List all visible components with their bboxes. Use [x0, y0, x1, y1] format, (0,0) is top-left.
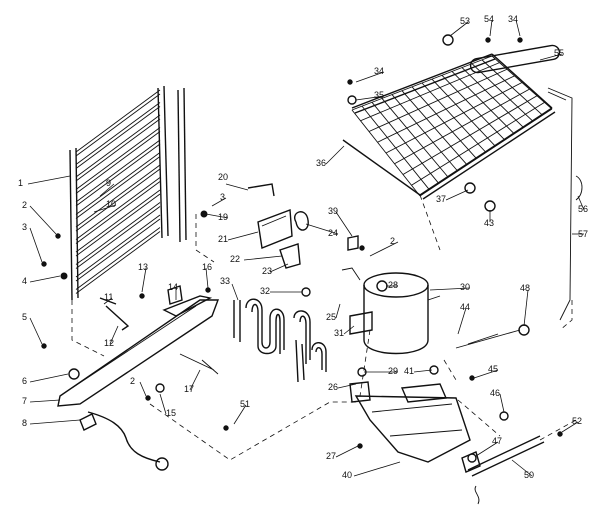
base-rail — [57, 285, 220, 407]
callout-labels: 1 2 3 4 5 6 7 8 9 10 11 12 13 14 15 16 1… — [18, 14, 588, 480]
callout-2-lower: 2 — [130, 376, 135, 386]
callout-19: 19 — [218, 212, 228, 222]
callout-11: 11 — [104, 292, 113, 302]
callout-33: 33 — [220, 276, 230, 286]
callout-39: 39 — [328, 206, 338, 216]
callout-44: 44 — [460, 302, 470, 312]
callout-32: 32 — [260, 286, 270, 296]
callout-43: 43 — [484, 218, 494, 228]
compressor-base-pan — [349, 381, 471, 463]
callout-3: 3 — [22, 222, 27, 232]
condenser-coil — [69, 85, 187, 301]
callout-41: 41 — [404, 366, 414, 376]
callout-57: 57 — [578, 229, 588, 239]
callout-28: 28 — [388, 280, 398, 290]
condenser-tube-loops — [233, 298, 327, 383]
callout-27: 27 — [326, 451, 336, 461]
callout-34-top: 34 — [508, 14, 518, 24]
callout-51: 51 — [240, 399, 250, 409]
callout-9: 9 — [106, 178, 111, 188]
callout-48: 48 — [520, 283, 530, 293]
fan-motor-assembly — [247, 183, 359, 269]
callout-45: 45 — [488, 364, 498, 374]
callout-1: 1 — [18, 178, 23, 188]
callout-30: 30 — [460, 282, 470, 292]
callout-37: 37 — [436, 194, 446, 204]
callout-16: 16 — [202, 262, 212, 272]
callout-14: 14 — [168, 282, 178, 292]
callout-2-right: 2 — [390, 236, 395, 246]
callout-23: 23 — [262, 266, 272, 276]
callout-36: 36 — [316, 158, 326, 168]
callout-52: 52 — [572, 416, 582, 426]
callout-2: 2 — [22, 200, 27, 210]
callout-56: 56 — [578, 204, 588, 214]
callout-25: 25 — [326, 312, 336, 322]
callout-8: 8 — [22, 418, 27, 428]
compressor — [341, 267, 441, 355]
callout-47: 47 — [492, 436, 502, 446]
callout-20: 20 — [218, 172, 228, 182]
callout-3-middle: 3 — [220, 192, 225, 202]
callout-50: 50 — [524, 470, 534, 480]
callout-31: 31 — [334, 328, 344, 338]
callout-46: 46 — [490, 388, 500, 398]
refrigerant-line-paths — [71, 194, 577, 461]
callout-15: 15 — [166, 408, 176, 418]
wire-harness — [79, 411, 169, 471]
callout-22: 22 — [230, 254, 240, 264]
callout-29: 29 — [388, 366, 398, 376]
callout-35: 35 — [374, 90, 384, 100]
callout-12: 12 — [104, 338, 114, 348]
callout-55: 55 — [554, 48, 564, 58]
callout-26: 26 — [328, 382, 338, 392]
callout-7: 7 — [22, 396, 27, 406]
callout-53: 53 — [460, 16, 470, 26]
callout-4: 4 — [22, 276, 27, 286]
leader-lines — [27, 19, 585, 477]
callout-10: 10 — [106, 199, 116, 209]
callout-13: 13 — [138, 262, 148, 272]
callout-21: 21 — [218, 234, 228, 244]
callout-6: 6 — [22, 376, 27, 386]
callout-34: 34 — [374, 66, 384, 76]
callout-24: 24 — [328, 228, 338, 238]
callout-17: 17 — [184, 384, 194, 394]
callout-40: 40 — [342, 470, 352, 480]
evaporator-grid — [342, 44, 573, 321]
callout-5: 5 — [22, 312, 27, 322]
callout-54: 54 — [484, 14, 494, 24]
